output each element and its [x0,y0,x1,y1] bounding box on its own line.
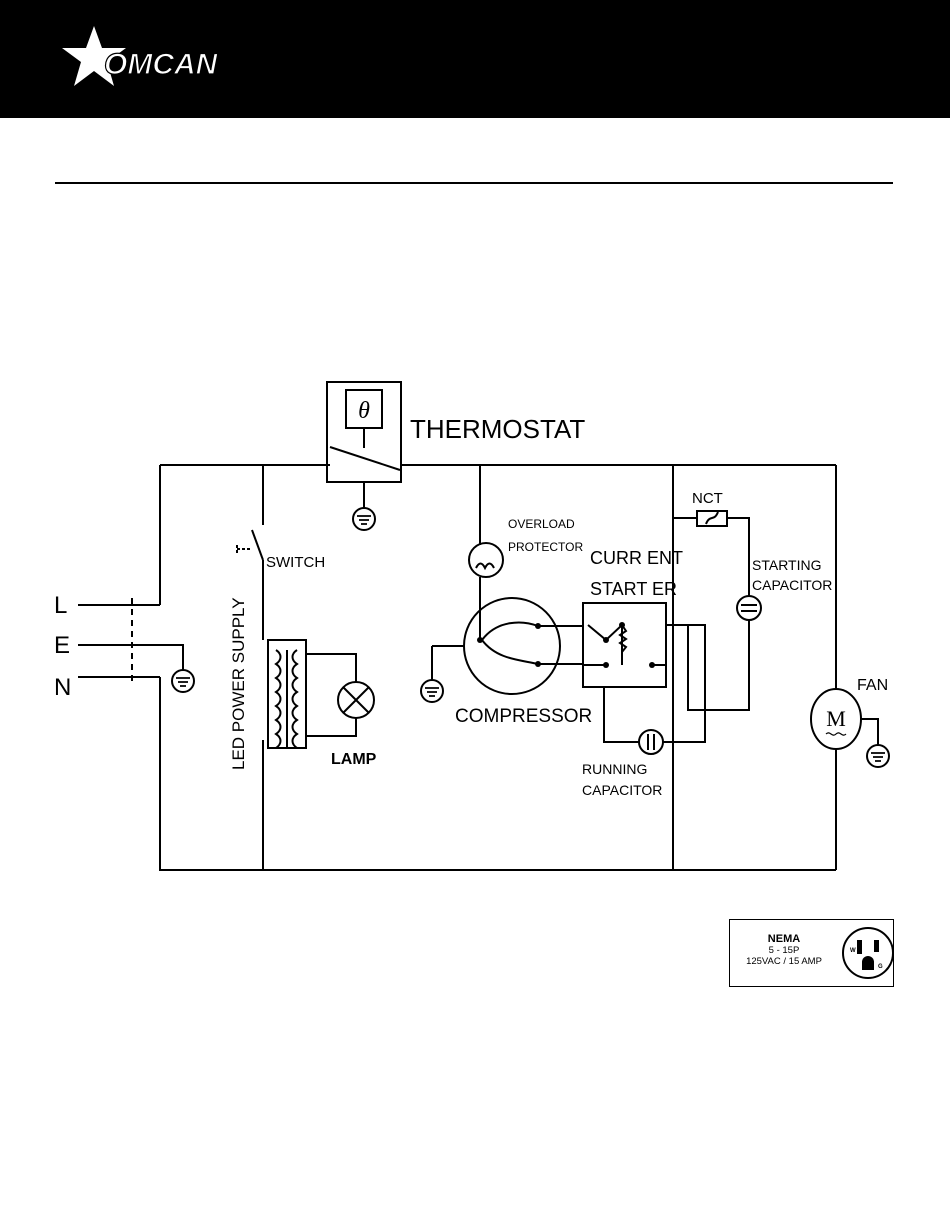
ground-icon-mains [172,670,194,692]
overload-protector-icon [469,543,503,577]
theta-symbol: θ [358,398,370,424]
lead-e [78,645,183,670]
motor-symbol: M [826,706,846,731]
ground-icon-thermostat [353,508,375,530]
switch-contact [252,530,263,560]
compressor-icon [464,598,560,694]
label-led-power-supply: LED POWER SUPPLY [229,597,248,770]
running-capacitor-icon [639,730,663,754]
label-compressor: COMPRESSOR [455,706,592,727]
nema-plug-box: NEMA 5 - 15P 125VAC / 15 AMP W G [729,919,894,987]
label-line-n: N [54,674,71,701]
label-fan: FAN [857,677,888,694]
label-current-2: START ER [590,579,677,599]
ground-icon-fan [867,745,889,767]
label-nct: NCT [692,490,723,507]
transformer-coil-left [276,650,281,748]
label-line-l: L [54,592,67,619]
outlet-g: G [878,964,883,970]
label-running-2: CAPACITOR [582,782,662,798]
label-line-e: E [54,632,70,659]
nema-text-block: NEMA 5 - 15P 125VAC / 15 AMP [734,934,834,967]
label-starting-1: STARTING [752,557,822,573]
nema-outlet-icon: W G [841,926,895,980]
outlet-w: W [850,948,856,954]
label-overload-2: PROTECTOR [508,540,583,554]
label-running-1: RUNNING [582,761,647,777]
starting-capacitor-icon [737,596,761,620]
thermostat-contact [330,447,400,470]
nema-title: NEMA [734,934,834,945]
label-current-1: CURR ENT [590,548,683,568]
transformer-coil-right [293,650,298,748]
label-starting-2: CAPACITOR [752,577,832,593]
label-overload-1: OVERLOAD [508,517,575,531]
label-lamp: LAMP [331,751,377,768]
nema-type: 5 - 15P [734,945,834,956]
label-thermostat: THERMOSTAT [410,414,585,444]
ground-icon-compressor [421,680,443,702]
nema-rating: 125VAC / 15 AMP [734,956,834,967]
label-switch: SWITCH [266,554,325,571]
